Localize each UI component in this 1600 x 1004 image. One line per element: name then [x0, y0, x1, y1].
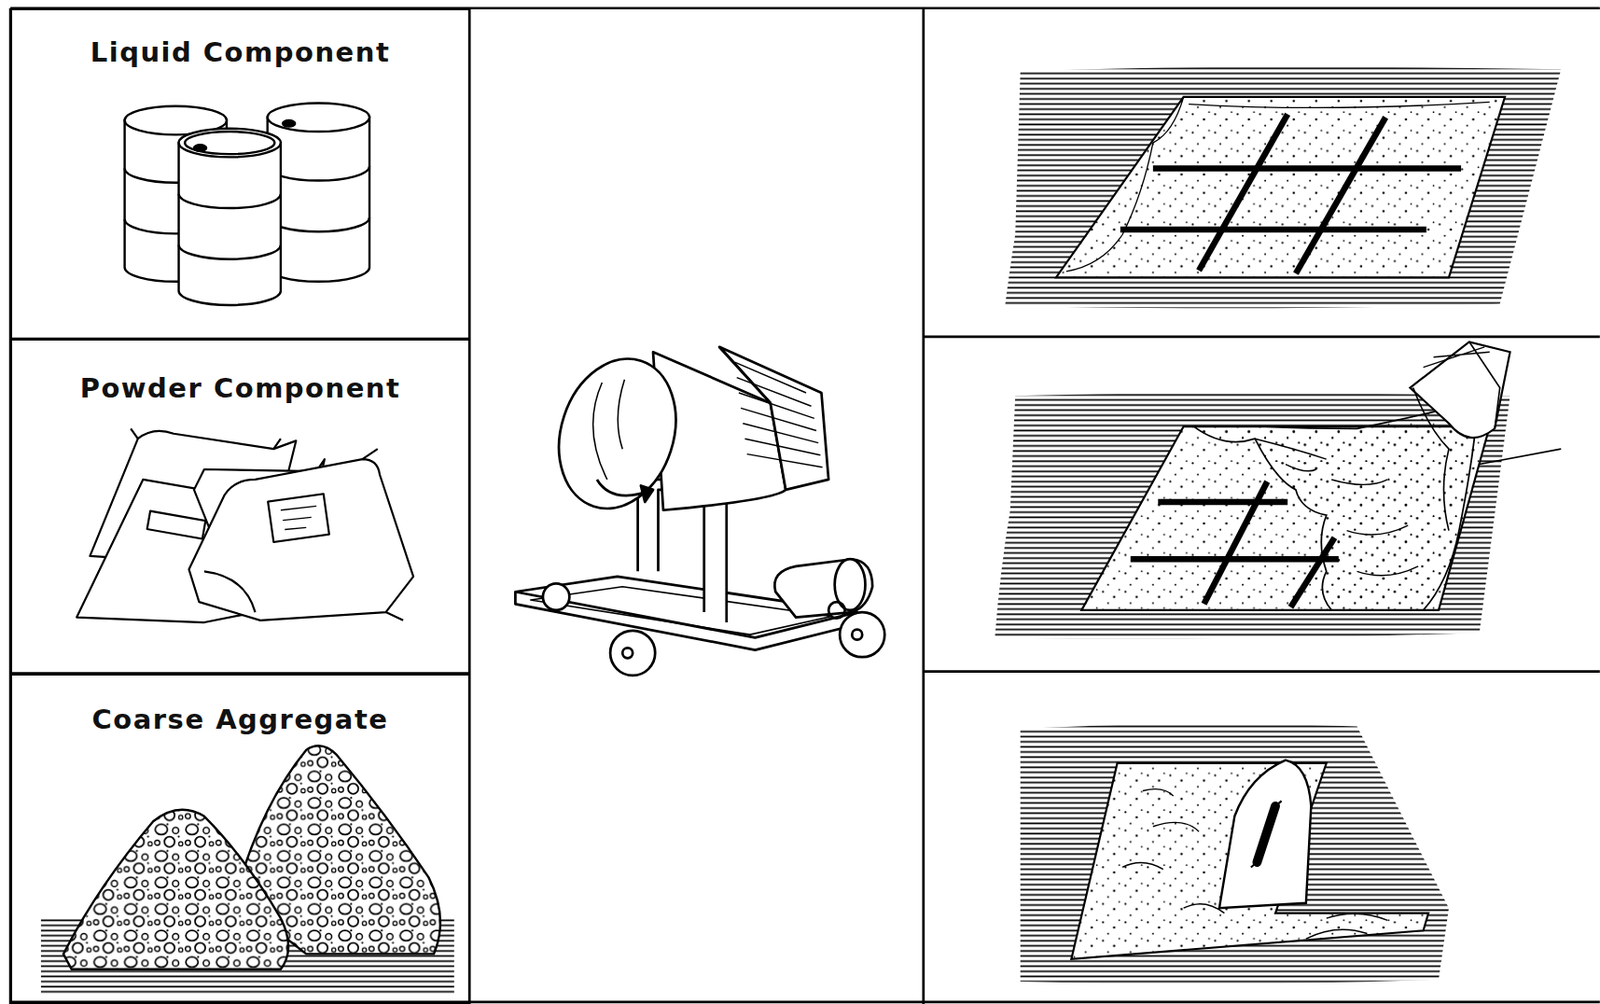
concrete-mixer-part: [839, 612, 885, 657]
powder-bags-part: [130, 428, 281, 449]
concrete-mixer-part: [774, 558, 873, 617]
rebar-slab: [1004, 67, 1561, 309]
pouring-slab-part-part: [1204, 481, 1268, 604]
finished-slab-part: [1256, 806, 1276, 863]
pouring-slab: [994, 341, 1561, 639]
coarse-aggregate-piles: [41, 745, 455, 995]
drums-part: [282, 120, 295, 127]
panel-grid-part: [921, 8, 925, 1004]
panel-label: Powder Component: [12, 372, 469, 404]
concrete-mixer-part: [622, 647, 633, 658]
drums-part: [267, 117, 370, 282]
pouring-slab-part: [1469, 341, 1501, 429]
rebar-slab-part: [1188, 101, 1490, 108]
rebar-slab-part: [1056, 97, 1505, 279]
pouring-slab-part: [1413, 388, 1449, 531]
panel-grid-part: [923, 334, 1600, 338]
drums-part: [184, 131, 275, 154]
pouring-slab-part-part: [1130, 556, 1339, 563]
concrete-mixer-part: [610, 630, 655, 676]
pouring-slab-part: [1409, 341, 1510, 438]
powder-bags-part: [147, 511, 207, 540]
drums-part: [267, 166, 370, 232]
rebar-slab-part-part: [1153, 165, 1461, 172]
powder-bags-part: [267, 493, 330, 543]
panel-grid-part: [923, 669, 1600, 673]
drums-part: [179, 142, 281, 306]
rebar-slab-part: [1066, 97, 1184, 272]
coarse-aggregate-panel: Coarse Aggregate: [10, 673, 471, 1004]
liquid-component-panel: Liquid Component: [10, 8, 471, 340]
rebar-slab-part-part: [1198, 113, 1288, 270]
finished-slab-part: [1251, 800, 1282, 867]
pouring-slab-part: [1194, 407, 1475, 611]
finished-slab-part: [1020, 723, 1449, 984]
drums-part: [194, 144, 207, 152]
coarse-aggregate-piles-part: [63, 809, 289, 970]
panel-label: Liquid Component: [12, 36, 469, 69]
concrete-mixer-part: [640, 486, 654, 502]
rebar-slab-part: [1056, 97, 1505, 279]
concrete-mixer-part: [593, 379, 626, 480]
pouring-slab-part-part: [1157, 499, 1288, 506]
rebar-slab-part: [1120, 113, 1461, 274]
drums: [125, 102, 370, 306]
drums-part: [179, 128, 281, 158]
panel-label: Coarse Aggregate: [12, 703, 469, 736]
rebar-slab-part: [1004, 67, 1561, 309]
concrete-mixer-part: [542, 583, 570, 610]
rebar-slab-part-part: [1295, 117, 1386, 274]
powder-component-panel: Powder Component: [10, 338, 471, 675]
pouring-slab-part: [1479, 448, 1561, 464]
powder-bags-part: [188, 459, 414, 621]
concrete-mixer-part: [719, 347, 829, 490]
concrete-mixer-part: [851, 629, 863, 640]
concrete-mixer-part: [735, 361, 823, 468]
pouring-slab-part: [1423, 347, 1490, 368]
rebar-slab-part-part: [1120, 226, 1427, 234]
powder-bags: [76, 428, 414, 623]
concrete-mixer: [514, 343, 885, 676]
finished-slab: [1020, 723, 1449, 984]
pouring-slab-part: [1254, 438, 1419, 576]
drums-part: [179, 194, 281, 260]
drums-part: [267, 102, 370, 132]
powder-bags-part: [204, 448, 404, 621]
finished-slab-part: [1219, 760, 1311, 909]
panel-grid: [10, 8, 1600, 1004]
concrete-mixer-part: [540, 343, 695, 524]
concrete-mixer-part: [828, 601, 845, 618]
powder-bags-part: [280, 505, 317, 529]
